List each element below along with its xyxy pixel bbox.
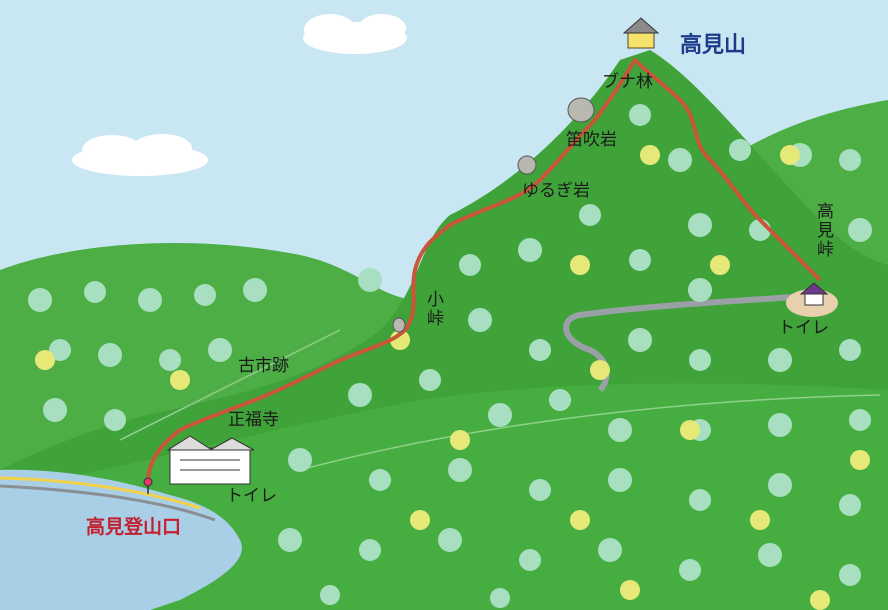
rock-icon: [567, 97, 595, 123]
label-summit: 高見山: [680, 33, 747, 58]
label-toilet-pass: トイレ: [778, 318, 829, 338]
temple-icon: [166, 435, 255, 485]
label-small-pass: 小峠: [423, 290, 443, 328]
label-fue-rock: 笛吹岩: [566, 130, 617, 150]
label-takami-pass: 高見峠: [813, 202, 833, 259]
tree-icon: [28, 104, 872, 608]
label-trailhead: 高見登山口: [86, 516, 182, 538]
cloud-icon: [303, 14, 407, 54]
cloud-icon: [72, 134, 208, 176]
trailhead-marker-icon: [143, 477, 153, 494]
rock-icon: [392, 317, 406, 333]
toilet-hut-icon: [786, 282, 838, 317]
side-path: [119, 329, 341, 441]
tree-icon: [35, 145, 870, 610]
label-toilet-trailhead: トイレ: [226, 486, 277, 506]
road-yellow: [0, 476, 201, 510]
river: [0, 469, 242, 610]
summit-hut-icon: [622, 17, 660, 49]
label-old-market-ruins: 古市跡: [238, 356, 289, 376]
rock-icon: [517, 155, 537, 175]
label-yurugi-rock: ゆるぎ岩: [522, 181, 590, 201]
label-shofukuji: 正福寺: [228, 410, 279, 430]
label-beech-forest: ブナ林: [602, 72, 653, 92]
road-gray: [0, 484, 216, 522]
hiking-trail: [146, 58, 822, 479]
side-path: [299, 394, 881, 471]
